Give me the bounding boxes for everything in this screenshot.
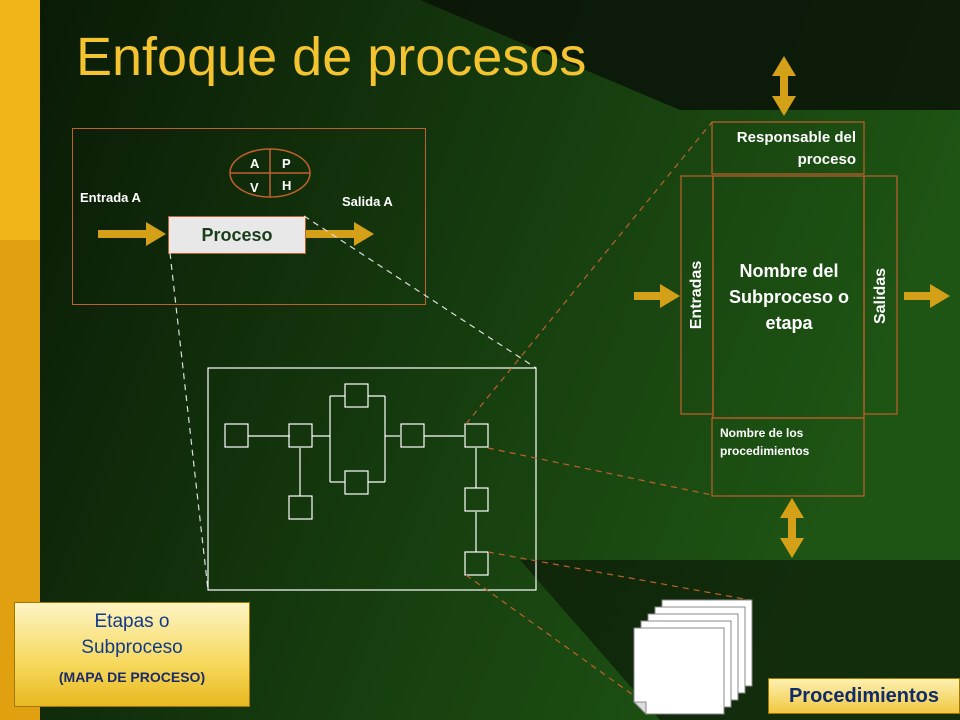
map-node <box>464 487 489 512</box>
zoom-line-procedures-bottom <box>465 574 641 701</box>
map-node <box>400 423 425 448</box>
zoom-line-left <box>169 252 209 591</box>
zoom-line-right <box>303 215 537 369</box>
zoom-line-procedures-top <box>487 551 751 601</box>
process-map-frame <box>207 367 537 591</box>
subprocess-input-arrow <box>634 284 680 308</box>
bottom-double-arrow <box>780 498 804 558</box>
map-node <box>288 495 313 520</box>
output-a-arrow <box>306 222 374 246</box>
subprocess-name: Nombre del Subproceso o etapa <box>728 261 849 333</box>
process-box: Proceso <box>168 216 306 254</box>
responsible-frame <box>711 121 865 175</box>
stage-map-label: Etapas o Subproceso (MAPA DE PROCESO) <box>14 602 250 707</box>
zoom-line-subprocess-bottom <box>487 447 713 496</box>
stage-line2: Subproceso <box>81 637 183 658</box>
input-a-label: Entrada A <box>80 190 141 205</box>
responsible-label: Responsable del proceso <box>736 129 856 168</box>
inputs-label: Entradas <box>688 260 705 330</box>
output-a-label: Salida A <box>342 194 393 209</box>
map-node <box>224 423 249 448</box>
stage-line3: (MAPA DE PROCESO) <box>58 669 206 685</box>
outputs-label: Salidas <box>872 267 889 325</box>
procedure-pages <box>632 599 753 716</box>
map-node <box>344 383 369 408</box>
page-title: Enfoque de procesos <box>76 27 587 87</box>
input-a-arrow <box>98 222 166 246</box>
pdca-a: A <box>250 156 260 171</box>
map-nodes <box>224 383 489 576</box>
pdca-v: V <box>250 180 259 195</box>
map-connectors <box>248 395 477 552</box>
dark-wedge-top <box>420 0 960 110</box>
pdca-circle <box>229 148 311 198</box>
pdca-p: P <box>282 156 291 171</box>
procedures-name-label: Nombre de los procedimientos <box>720 426 810 458</box>
procedures-frame <box>711 417 865 497</box>
procedures-label: Procedimientos <box>768 678 960 714</box>
pdca-h: H <box>282 178 292 193</box>
map-node <box>464 423 489 448</box>
stage-line1: Etapas o <box>94 611 170 632</box>
outputs-frame <box>863 175 898 415</box>
subprocess-output-arrow <box>904 284 950 308</box>
top-double-arrow <box>772 56 796 116</box>
map-node <box>464 551 489 576</box>
process-frame <box>72 128 426 305</box>
zoom-line-subprocess-top <box>465 121 713 425</box>
map-node <box>288 423 313 448</box>
map-node <box>344 470 369 495</box>
